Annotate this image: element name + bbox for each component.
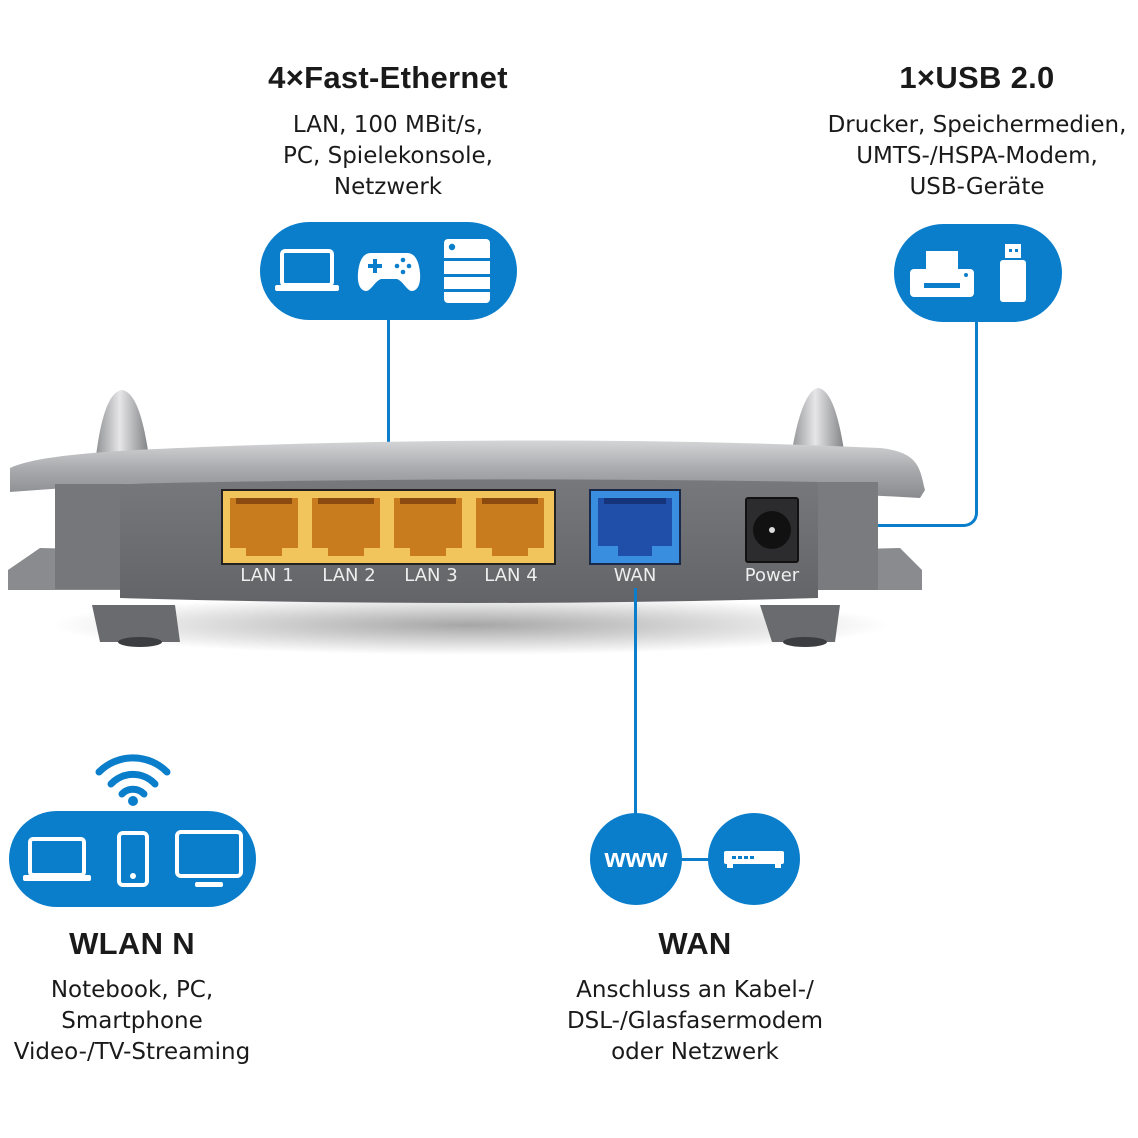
wlan-desc-line-3: Video-/TV-Streaming bbox=[13, 1039, 251, 1065]
modem-icon bbox=[724, 851, 784, 868]
wlan-desc-line-2: Smartphone bbox=[61, 1008, 203, 1034]
wlan-section-description: Notebook, PC, Smartphone Video-/TV-Strea… bbox=[0, 975, 332, 1068]
port-label-wan: WAN bbox=[613, 565, 657, 586]
port-label-lan-2: LAN 2 bbox=[322, 565, 376, 586]
port-label-lan-4: LAN 4 bbox=[484, 565, 538, 586]
router-foot-right bbox=[760, 605, 840, 642]
wlan-desc-line-1: Notebook, PC, bbox=[50, 977, 214, 1003]
wlan-section-title: WLAN N bbox=[69, 926, 195, 961]
usb-desc-line-2: UMTS-/HSPA-Modem, bbox=[856, 143, 1098, 169]
monitor-icon bbox=[175, 830, 243, 887]
antenna-left bbox=[95, 390, 150, 464]
usb-connector-line bbox=[876, 322, 978, 527]
wan-desc-line-2: DSL-/Glasfasermodem bbox=[566, 1008, 824, 1034]
printer-icon bbox=[910, 251, 974, 297]
lan-port-3 bbox=[394, 498, 462, 556]
wan-link-line bbox=[680, 858, 710, 861]
usb-desc-line-1: Drucker, Speichermedien, bbox=[827, 112, 1127, 138]
usb-desc-line-3: USB-Geräte bbox=[909, 174, 1045, 200]
laptop-icon bbox=[23, 837, 91, 881]
www-icon: www bbox=[604, 843, 668, 873]
server-icon bbox=[444, 239, 490, 303]
smartphone-icon bbox=[117, 831, 149, 887]
wan-section-title: WAN bbox=[658, 926, 732, 961]
usb-section-description: Drucker, Speichermedien, UMTS-/HSPA-Mode… bbox=[777, 110, 1138, 203]
lan-desc-line-2: PC, Spielekonsole, bbox=[283, 143, 493, 169]
router-shadow bbox=[50, 595, 890, 655]
lan-port-1 bbox=[230, 498, 298, 556]
lan-desc-line-3: Netzwerk bbox=[333, 174, 443, 200]
modem-circle bbox=[708, 813, 800, 905]
www-circle: www bbox=[590, 813, 682, 905]
lan-port-4 bbox=[476, 498, 544, 556]
router-foot-left bbox=[92, 605, 180, 642]
wan-port bbox=[598, 498, 672, 556]
lan-devices-pill bbox=[260, 222, 517, 320]
lan-section-title: 4×Fast-Ethernet bbox=[268, 60, 508, 95]
usb-stick-icon bbox=[1000, 244, 1026, 302]
wan-desc-line-3: oder Netzwerk bbox=[611, 1039, 779, 1065]
router-side-right bbox=[818, 482, 878, 590]
gamepad-icon bbox=[357, 253, 421, 291]
lan-connector-line bbox=[387, 320, 390, 482]
port-label-lan-1: LAN 1 bbox=[240, 565, 294, 586]
lan-section-description: LAN, 100 MBit/s, PC, Spielekonsole, Netz… bbox=[188, 110, 588, 203]
port-label-lan-3: LAN 3 bbox=[404, 565, 458, 586]
laptop-icon bbox=[275, 249, 339, 291]
wan-section-description: Anschluss an Kabel-/ DSL-/Glasfasermodem… bbox=[495, 975, 895, 1068]
lan-desc-line-1: LAN, 100 MBit/s, bbox=[292, 112, 484, 138]
port-label-power: Power bbox=[744, 565, 800, 586]
usb-section-title: 1×USB 2.0 bbox=[899, 60, 1055, 95]
wan-connector-line bbox=[634, 588, 637, 820]
router-side-left bbox=[55, 484, 120, 589]
lan-port-2 bbox=[312, 498, 380, 556]
wan-desc-line-1: Anschluss an Kabel-/ bbox=[576, 977, 814, 1003]
wifi-icon bbox=[95, 754, 171, 806]
router-illustration bbox=[8, 388, 925, 655]
usb-devices-pill bbox=[894, 224, 1062, 322]
wlan-devices-pill bbox=[9, 811, 256, 907]
